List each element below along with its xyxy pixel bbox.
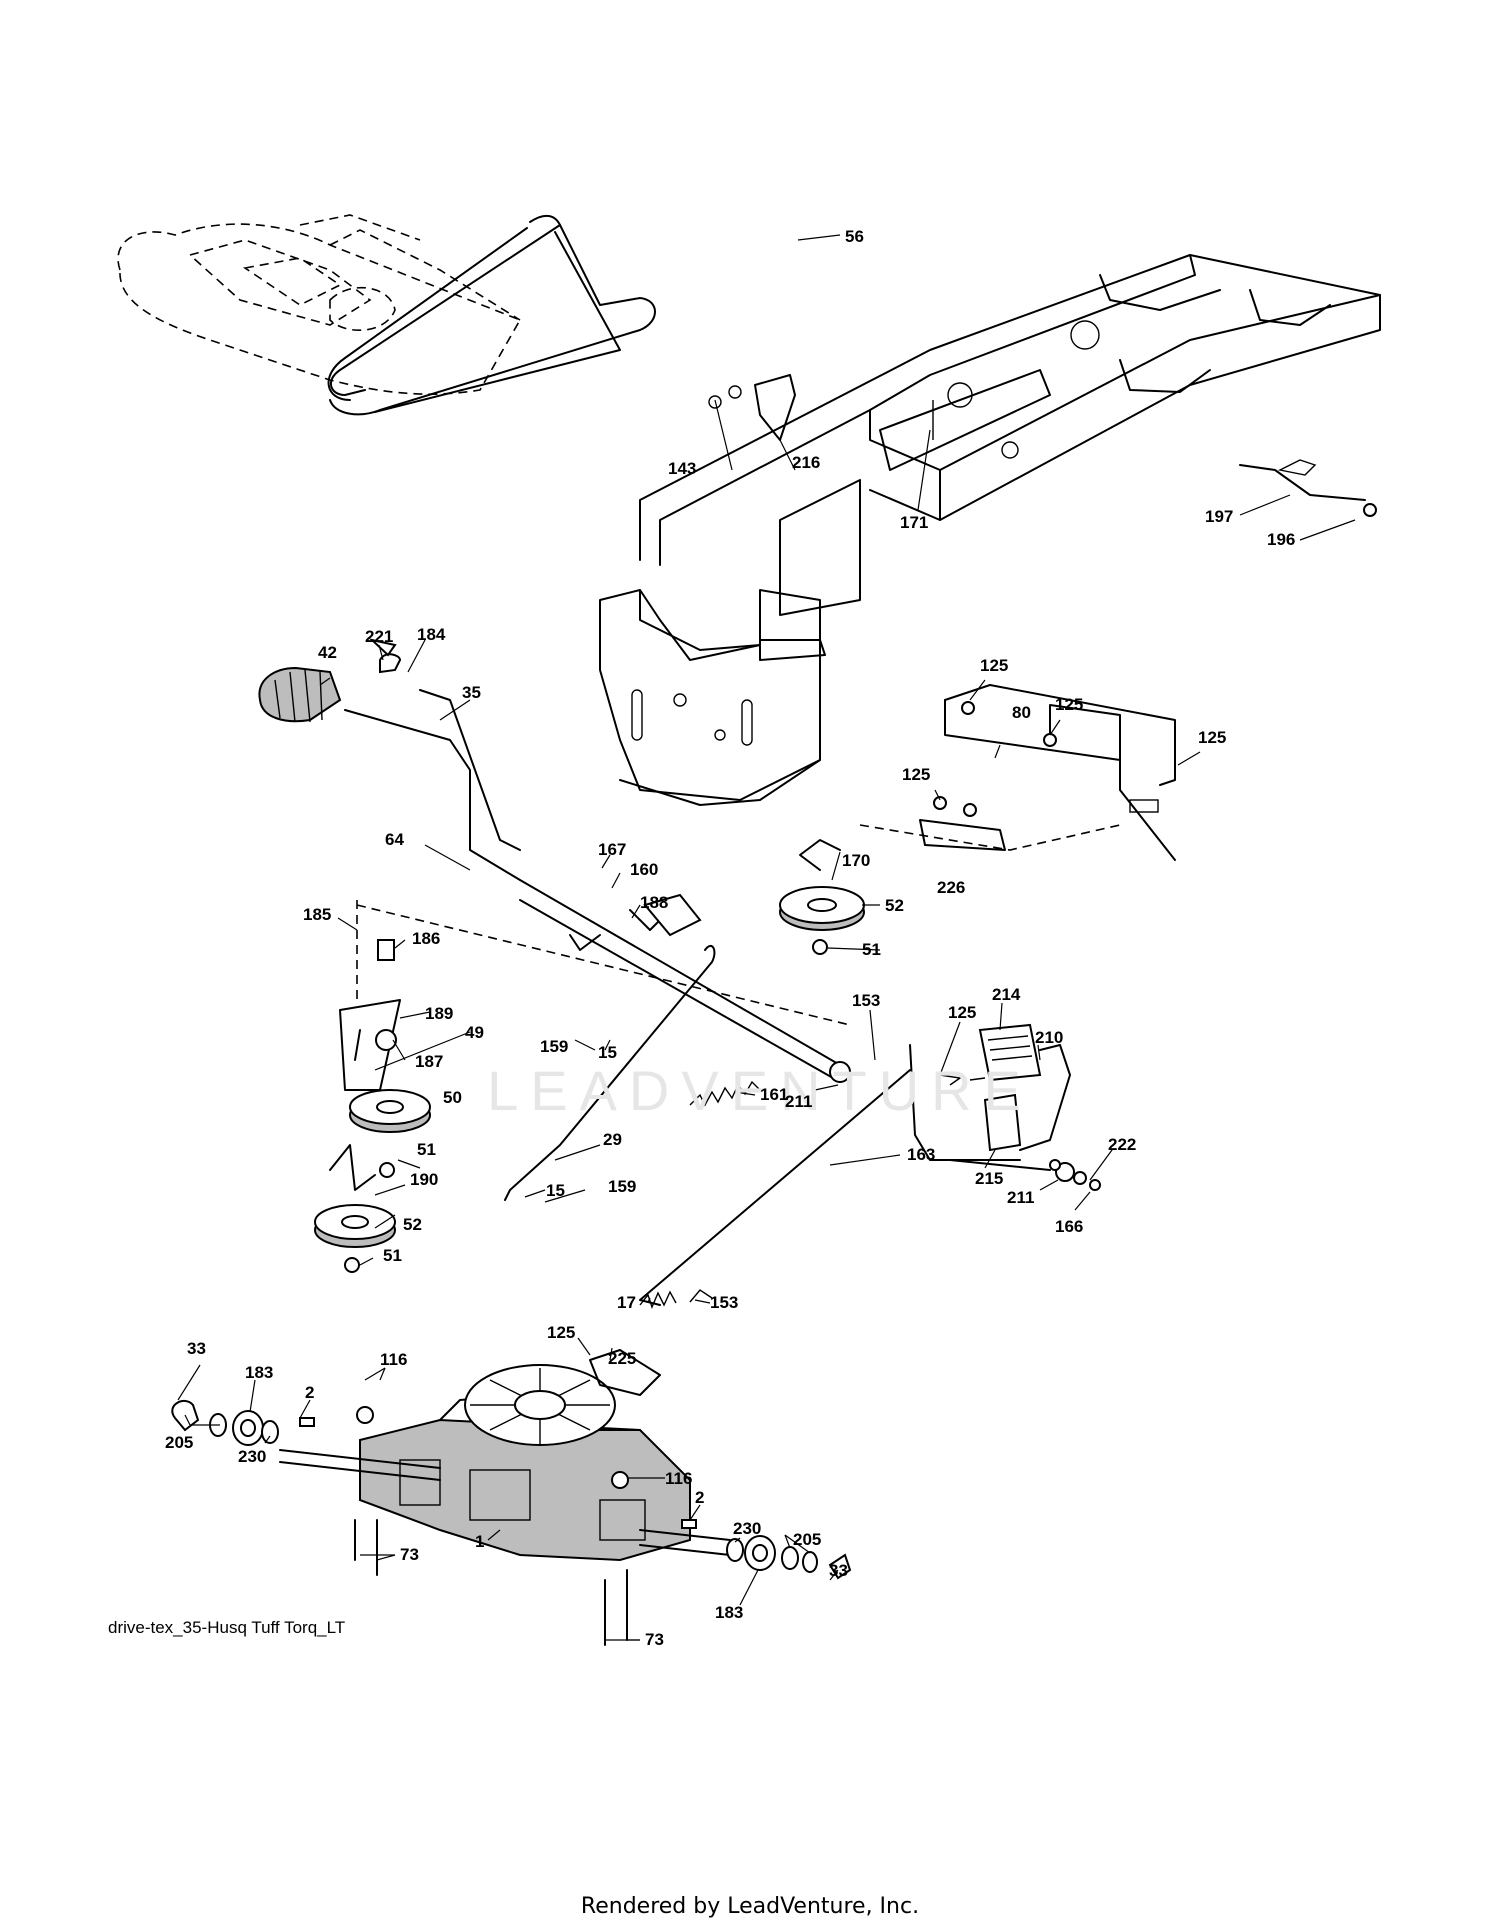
callout[interactable]: 225 <box>608 1349 636 1368</box>
callout[interactable]: 187 <box>415 1052 443 1071</box>
callout[interactable]: 188 <box>640 893 668 912</box>
callout[interactable]: 2 <box>305 1383 314 1402</box>
main-frame <box>639 254 1381 661</box>
callout[interactable]: 56 <box>845 227 864 246</box>
callout[interactable]: 153 <box>852 991 880 1010</box>
rod-29 <box>504 944 716 1201</box>
callout[interactable]: 35 <box>462 683 481 702</box>
callout[interactable]: 64 <box>385 830 404 849</box>
callout[interactable]: 33 <box>187 1339 206 1358</box>
pedal-assembly <box>909 1023 1101 1191</box>
callout[interactable]: 2 <box>695 1488 704 1507</box>
leader-lines <box>177 234 1356 1641</box>
diagram-caption: drive-tex_35-Husq Tuff Torq_LT <box>108 1618 345 1637</box>
callout[interactable]: 185 <box>303 905 331 924</box>
callout[interactable]: 33 <box>829 1561 848 1580</box>
callout[interactable]: 1 <box>475 1532 484 1551</box>
callout[interactable]: 49 <box>465 1023 484 1042</box>
callout[interactable]: 205 <box>793 1530 821 1549</box>
callout[interactable]: 73 <box>400 1545 419 1564</box>
callout[interactable]: 186 <box>412 929 440 948</box>
drive-belt <box>327 214 656 416</box>
callout[interactable]: 222 <box>1108 1135 1136 1154</box>
callout[interactable]: 153 <box>710 1293 738 1312</box>
spring-161 <box>689 1080 761 1107</box>
callout[interactable]: 183 <box>715 1603 743 1622</box>
callout[interactable]: 230 <box>733 1519 761 1538</box>
callout[interactable]: 161 <box>760 1085 788 1104</box>
callout[interactable]: 226 <box>937 878 965 897</box>
watermark: LEADVENTURE <box>487 1059 1033 1122</box>
callout[interactable]: 116 <box>665 1469 692 1488</box>
callout[interactable]: 211 <box>785 1092 812 1111</box>
spring-17 <box>639 1289 713 1309</box>
bracket-216 <box>708 374 934 441</box>
callout[interactable]: 189 <box>425 1004 453 1023</box>
callout[interactable]: 51 <box>383 1246 402 1265</box>
callout[interactable]: 183 <box>245 1363 273 1382</box>
callout[interactable]: 125 <box>1198 728 1226 747</box>
callout[interactable]: 167 <box>598 840 626 859</box>
callout[interactable]: 50 <box>443 1088 462 1107</box>
transmission <box>279 1349 731 1646</box>
front-frame-bracket <box>599 589 821 806</box>
callout[interactable]: 170 <box>842 851 870 870</box>
callout[interactable]: 125 <box>980 656 1008 675</box>
callout[interactable]: 214 <box>992 985 1021 1004</box>
callout[interactable]: 125 <box>902 765 930 784</box>
callout[interactable]: 125 <box>1055 695 1083 714</box>
callout[interactable]: 221 <box>365 627 393 646</box>
callout[interactable]: 215 <box>975 1169 1003 1188</box>
bar-197 <box>1239 464 1377 517</box>
callout[interactable]: 143 <box>668 459 696 478</box>
mower-deck-outline <box>117 214 522 395</box>
callout[interactable]: 52 <box>885 896 904 915</box>
bracket-80 <box>859 684 1176 861</box>
callout[interactable]: 205 <box>165 1433 193 1452</box>
callout[interactable]: 51 <box>417 1140 436 1159</box>
callout[interactable]: 73 <box>645 1630 664 1649</box>
callout[interactable]: 210 <box>1035 1028 1063 1047</box>
callout[interactable]: 159 <box>540 1037 568 1056</box>
callout[interactable]: 15 <box>598 1043 617 1062</box>
callouts: 56 143 216 171 197 196 221 184 42 35 125… <box>165 227 1295 1649</box>
callout[interactable]: 196 <box>1267 530 1295 549</box>
idler-pulley-right <box>779 839 865 955</box>
callout[interactable]: 125 <box>948 1003 976 1022</box>
callout[interactable]: 29 <box>603 1130 622 1149</box>
callout[interactable]: 160 <box>630 860 658 879</box>
callout[interactable]: 51 <box>862 940 881 959</box>
footer-credit: Rendered by LeadVenture, Inc. <box>581 1894 919 1919</box>
callout[interactable]: 163 <box>907 1145 935 1164</box>
callout[interactable]: 184 <box>417 625 446 644</box>
callout[interactable]: 230 <box>238 1447 266 1466</box>
callout[interactable]: 197 <box>1205 507 1233 526</box>
callout[interactable]: 116 <box>380 1350 407 1369</box>
callout[interactable]: 190 <box>410 1170 438 1189</box>
callout[interactable]: 159 <box>608 1177 636 1196</box>
callout[interactable]: 17 <box>617 1293 636 1312</box>
callout[interactable]: 42 <box>318 643 337 662</box>
callout[interactable]: 171 <box>900 513 928 532</box>
callout[interactable]: 52 <box>403 1215 422 1234</box>
callout[interactable]: 125 <box>547 1323 575 1342</box>
callout[interactable]: 15 <box>546 1181 565 1200</box>
callout[interactable]: 211 <box>1007 1188 1034 1207</box>
callout[interactable]: 80 <box>1012 703 1031 722</box>
callout[interactable]: 166 <box>1055 1217 1083 1236</box>
callout[interactable]: 216 <box>792 453 820 472</box>
cross-shaft <box>519 879 851 1083</box>
idler-arm-assembly <box>314 900 851 1273</box>
